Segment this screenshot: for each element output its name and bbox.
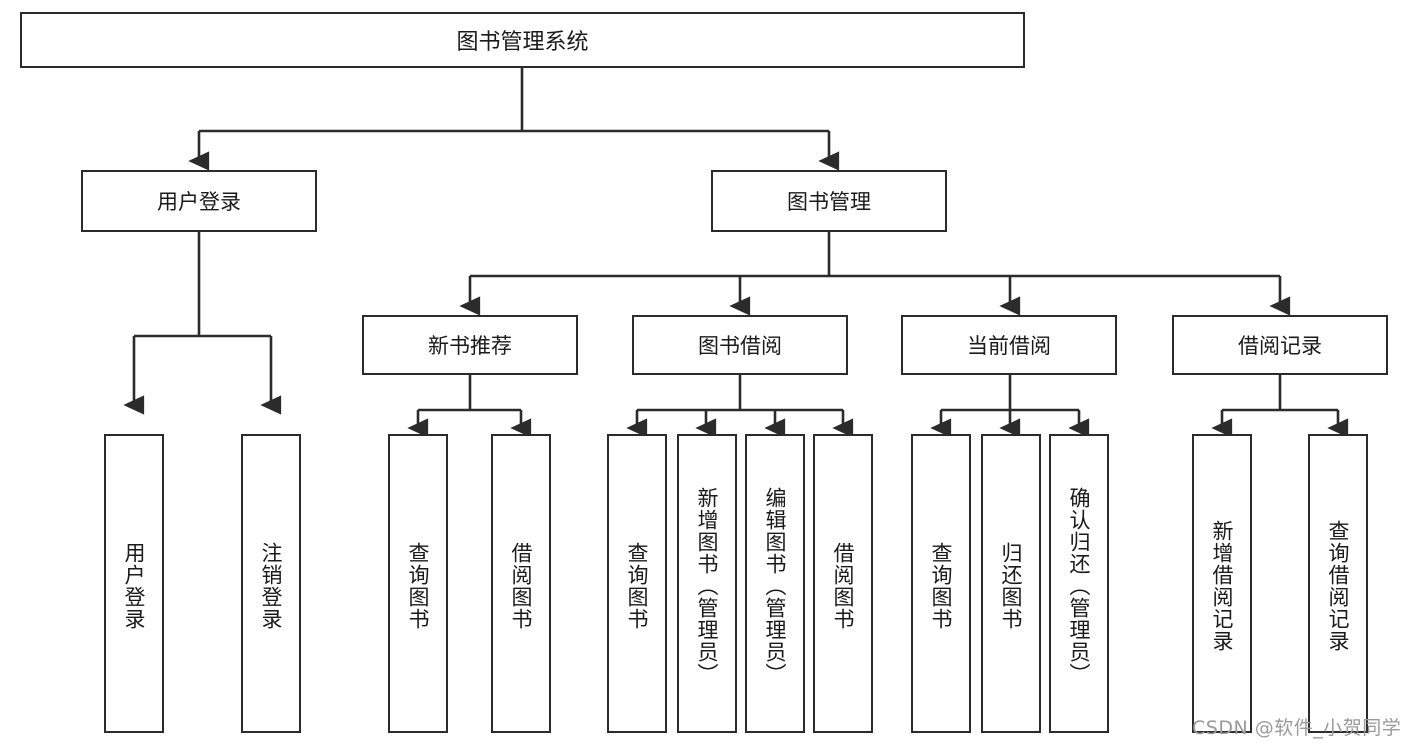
leaf-inner: 注销登录 xyxy=(243,440,299,731)
leaf-borrow-record-add-record[interactable]: 新增借阅记录 xyxy=(1192,434,1252,733)
leaf-inner: 查询图书 xyxy=(913,440,969,731)
leaf-label: 新增图书（管理员） xyxy=(695,486,720,685)
leaf-inner: 用户登录 xyxy=(106,440,162,731)
leaf-label: 查询图书 xyxy=(929,541,954,630)
node-label: 借阅记录 xyxy=(1238,334,1322,358)
leaf-label: 归还图书 xyxy=(999,541,1024,630)
node-label: 图书管理 xyxy=(787,190,871,214)
leaf-label: 用户登录 xyxy=(122,541,147,630)
node-book-borrow[interactable]: 图书借阅 xyxy=(632,315,848,375)
leaf-inner: 确认归还（管理员） xyxy=(1051,440,1107,731)
leaf-label: 注销登录 xyxy=(259,541,284,630)
watermark-text: CSDN @软件_小贺同学 xyxy=(1192,717,1402,739)
node-new-book-recommend[interactable]: 新书推荐 xyxy=(362,315,578,375)
leaf-inner: 归还图书 xyxy=(983,440,1039,731)
leaf-inner: 查询借阅记录 xyxy=(1310,440,1366,731)
leaf-inner: 查询图书 xyxy=(609,440,665,731)
leaf-book-borrow-borrow-book[interactable]: 借阅图书 xyxy=(813,434,873,733)
leaf-inner: 新增借阅记录 xyxy=(1194,440,1250,731)
node-label: 图书借阅 xyxy=(698,334,782,358)
node-label: 新书推荐 xyxy=(428,334,512,358)
leaf-new-book-query-book[interactable]: 查询图书 xyxy=(388,434,448,733)
leaf-current-borrow-confirm-return-admin[interactable]: 确认归还（管理员） xyxy=(1049,434,1109,733)
leaf-user-login-logout[interactable]: 注销登录 xyxy=(241,434,301,733)
leaf-label: 新增借阅记录 xyxy=(1210,519,1235,652)
leaf-inner: 查询图书 xyxy=(390,440,446,731)
leaf-inner: 借阅图书 xyxy=(493,440,549,731)
leaf-inner: 新增图书（管理员） xyxy=(679,440,735,731)
node-root-book-management-system[interactable]: 图书管理系统 xyxy=(20,12,1025,68)
leaf-book-borrow-query-book[interactable]: 查询图书 xyxy=(607,434,667,733)
leaf-inner: 借阅图书 xyxy=(815,440,871,731)
leaf-borrow-record-query-record[interactable]: 查询借阅记录 xyxy=(1308,434,1368,733)
leaf-label: 查询图书 xyxy=(625,541,650,630)
leaf-book-borrow-add-book-admin[interactable]: 新增图书（管理员） xyxy=(677,434,737,733)
leaf-label: 编辑图书（管理员） xyxy=(763,486,788,685)
leaf-current-borrow-return-book[interactable]: 归还图书 xyxy=(981,434,1041,733)
leaf-label: 查询图书 xyxy=(406,541,431,630)
leaf-label: 查询借阅记录 xyxy=(1326,519,1351,652)
leaf-label: 确认归还（管理员） xyxy=(1067,486,1092,685)
leaf-label: 借阅图书 xyxy=(831,541,856,630)
node-label: 用户登录 xyxy=(157,190,241,214)
node-label: 图书管理系统 xyxy=(456,30,589,55)
leaf-user-login-login[interactable]: 用户登录 xyxy=(104,434,164,733)
node-current-borrow[interactable]: 当前借阅 xyxy=(901,315,1117,375)
leaf-new-book-borrow-book[interactable]: 借阅图书 xyxy=(491,434,551,733)
node-borrow-record[interactable]: 借阅记录 xyxy=(1172,315,1388,375)
leaf-label: 借阅图书 xyxy=(509,541,534,630)
node-book-management[interactable]: 图书管理 xyxy=(711,170,947,232)
leaf-inner: 编辑图书（管理员） xyxy=(747,440,803,731)
node-label: 当前借阅 xyxy=(967,334,1051,358)
leaf-current-borrow-query-book[interactable]: 查询图书 xyxy=(911,434,971,733)
node-user-login[interactable]: 用户登录 xyxy=(81,170,317,232)
leaf-book-borrow-edit-book-admin[interactable]: 编辑图书（管理员） xyxy=(745,434,805,733)
